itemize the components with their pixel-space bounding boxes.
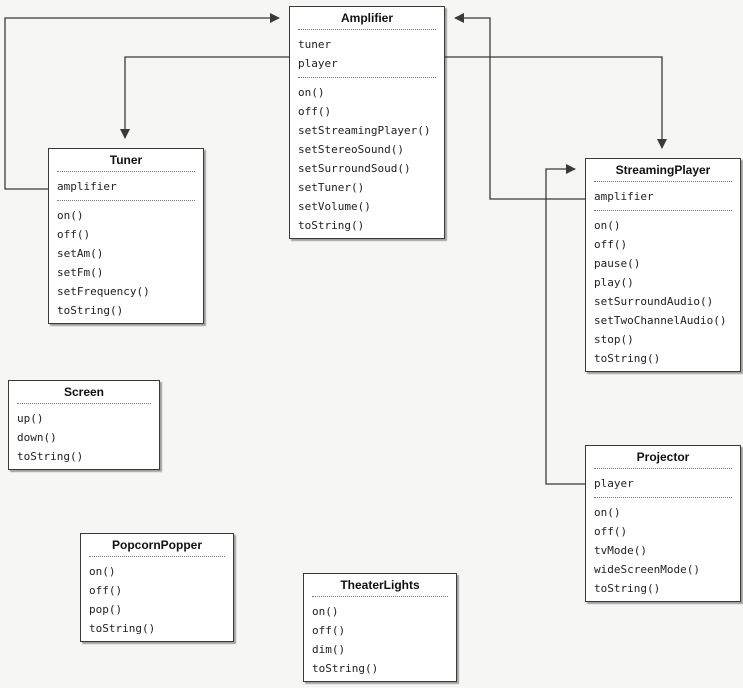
method: setSurroundSoud() <box>298 162 411 175</box>
attributes-section: amplifier <box>57 173 195 199</box>
method: off() <box>594 238 628 251</box>
method: toString() <box>312 662 379 675</box>
method: setSurroundAudio() <box>594 295 714 308</box>
class-name: Amplifier <box>340 11 393 25</box>
method: setTwoChannelAudio() <box>594 314 727 327</box>
methods-section: on() off() tvMode() wideScreenMode() toStrin… <box>594 499 732 601</box>
class-box-tuner: Tuner amplifier on() off() setAm() setFm() set… <box>48 148 204 324</box>
method: setStereoSound() <box>298 143 404 156</box>
attribute: tuner <box>298 38 332 51</box>
class-box-screen: Screen up() down() toString() <box>8 380 160 470</box>
divider <box>594 468 732 469</box>
method: on() <box>89 565 116 578</box>
method: tvMode() <box>594 544 647 557</box>
method: toString() <box>594 352 661 365</box>
method: setFrequency() <box>57 285 150 298</box>
method: toString() <box>594 582 661 595</box>
method: on() <box>594 219 621 232</box>
divider <box>57 200 195 201</box>
methods-section: on() off() pause() play() setSurroundAudio()… <box>594 212 732 371</box>
class-box-streamingplayer: StreamingPlayer amplifier on() off() pause()… <box>585 158 741 372</box>
class-name: PopcornPopper <box>111 538 202 552</box>
divider <box>594 497 732 498</box>
method: play() <box>594 276 634 289</box>
divider <box>89 556 225 557</box>
class-name: Tuner <box>109 153 143 167</box>
method: up() <box>17 412 44 425</box>
attributes-section: amplifier <box>594 183 732 209</box>
method: on() <box>57 209 84 222</box>
method: off() <box>594 525 628 538</box>
attribute: player <box>298 57 338 70</box>
methods-section: up() down() toString() <box>17 405 151 469</box>
method: dim() <box>312 643 346 656</box>
arrow-amplifier-to-tuner <box>120 56 289 139</box>
attribute: amplifier <box>57 180 117 193</box>
method: off() <box>57 228 91 241</box>
class-name: TheaterLights <box>340 578 420 592</box>
method: off() <box>298 105 332 118</box>
divider <box>57 171 195 172</box>
attribute: amplifier <box>594 190 654 203</box>
class-box-amplifier: Amplifier tuner player on() off() setStreamin… <box>289 6 445 239</box>
method: pop() <box>89 603 123 616</box>
methods-section: on() off() setAm() setFm() setFrequency() toS… <box>57 202 195 323</box>
class-name: Projector <box>636 450 690 464</box>
divider <box>312 596 448 597</box>
method: on() <box>594 506 621 519</box>
method: toString() <box>89 622 156 635</box>
arrow-amplifier-to-streamingplayer <box>445 56 667 149</box>
method: setTuner() <box>298 181 365 194</box>
method: toString() <box>17 450 84 463</box>
method: setFm() <box>57 266 104 279</box>
methods-section: on() off() setStreamingPlayer() setStereoSo… <box>298 79 436 238</box>
method: off() <box>89 584 123 597</box>
divider <box>594 210 732 211</box>
method: on() <box>312 605 339 618</box>
method: wideScreenMode() <box>594 563 700 576</box>
method: toString() <box>298 219 365 232</box>
class-box-popcornpopper: PopcornPopper on() off() pop() toString() <box>80 533 234 642</box>
method: on() <box>298 86 325 99</box>
arrow-streamingplayer-to-amplifier <box>454 13 585 200</box>
attributes-section: player <box>594 470 732 496</box>
method: stop() <box>594 333 634 346</box>
arrow-projector-to-streamingplayer <box>545 164 585 485</box>
divider <box>298 77 436 78</box>
method: toString() <box>57 304 124 317</box>
attribute: player <box>594 477 634 490</box>
method: setAm() <box>57 247 104 260</box>
divider <box>17 403 151 404</box>
method: setVolume() <box>298 200 371 213</box>
divider <box>298 29 436 30</box>
class-name: StreamingPlayer <box>615 163 711 177</box>
divider <box>594 181 732 182</box>
methods-section: on() off() dim() toString() <box>312 598 448 681</box>
attributes-section: tuner player <box>298 31 436 76</box>
arrow-tuner-to-amplifier <box>4 13 280 190</box>
method: pause() <box>594 257 641 270</box>
class-name: Screen <box>63 385 105 399</box>
method: down() <box>17 431 57 444</box>
methods-section: on() off() pop() toString() <box>89 558 225 641</box>
method: setStreamingPlayer() <box>298 124 431 137</box>
method: off() <box>312 624 346 637</box>
